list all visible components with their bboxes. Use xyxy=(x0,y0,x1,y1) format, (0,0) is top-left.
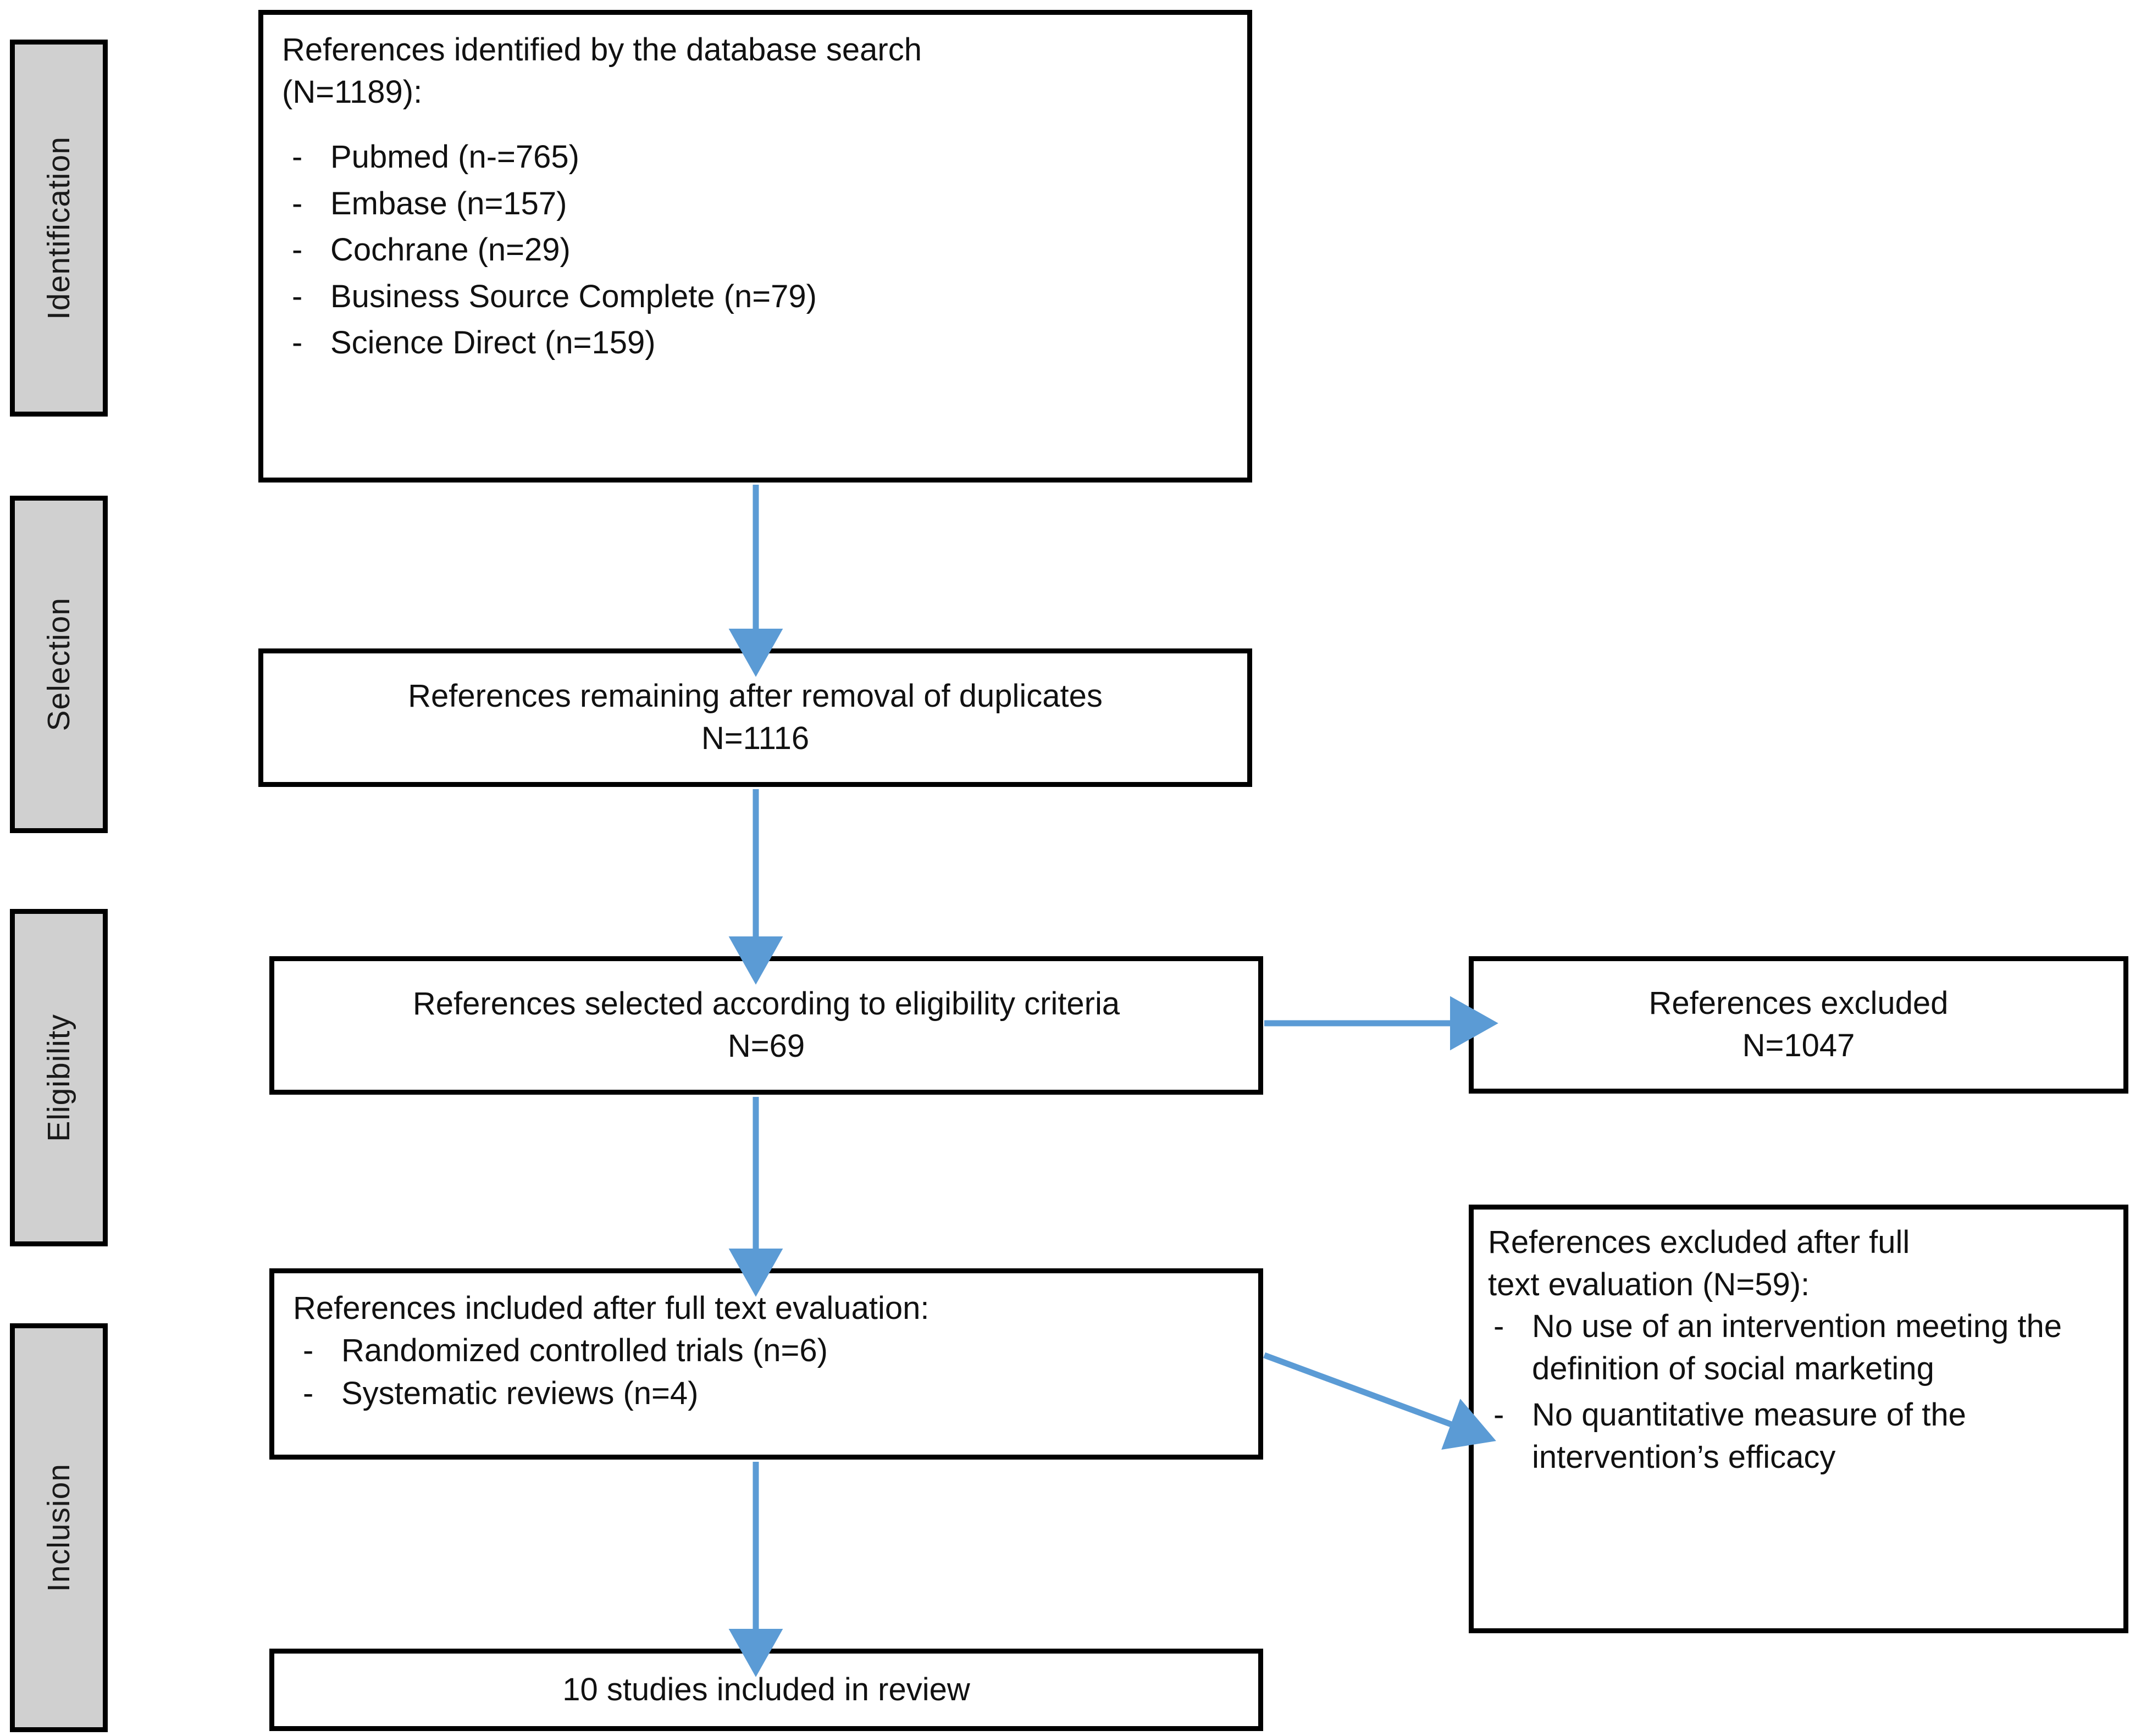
bullet-dash: - xyxy=(1493,1397,1504,1433)
stage-label-identification: Identification xyxy=(10,40,108,417)
box-excluded-fulltext: References excluded after full text eval… xyxy=(1469,1205,2128,1633)
list-item-label: Cochrane (n=29) xyxy=(330,232,571,268)
spacer xyxy=(282,113,1229,136)
bullet-dash: - xyxy=(292,325,303,361)
box-references-identified-subtitle: (N=1189): xyxy=(282,74,423,110)
list-item-label: Science Direct (n=159) xyxy=(330,325,656,361)
bullet-dash: - xyxy=(292,139,303,175)
box-duplicates-removed-title: References remaining after removal of du… xyxy=(408,678,1103,714)
list-item-label: No quantitative measure of the intervent… xyxy=(1532,1397,1966,1475)
box-eligibility-selected: References selected according to eligibi… xyxy=(269,956,1263,1095)
box-references-excluded-title: References excluded xyxy=(1648,985,1949,1022)
box-excluded-fulltext-title-line1: References excluded after full xyxy=(1488,1224,1910,1260)
list-item: - Pubmed (n-=765) xyxy=(282,136,1229,179)
box-included-fulltext-list: - Randomized controlled trials (n=6) - S… xyxy=(293,1330,1240,1415)
box-duplicates-removed: References remaining after removal of du… xyxy=(258,648,1252,787)
list-item-label: Embase (n=157) xyxy=(330,185,567,221)
list-item: - Business Source Complete (n=79) xyxy=(282,276,1229,318)
box-references-identified-title: References identified by the database se… xyxy=(282,32,922,68)
box-references-excluded-subtitle: N=1047 xyxy=(1742,1028,1855,1063)
box-references-excluded: References excluded N=1047 xyxy=(1469,956,2128,1094)
list-item: - No quantitative measure of the interve… xyxy=(1488,1394,2109,1478)
box-final-included-title: 10 studies included in review xyxy=(562,1671,970,1707)
stage-label-identification-text: Identification xyxy=(41,136,76,320)
bullet-dash: - xyxy=(303,1332,314,1368)
bullet-dash: - xyxy=(292,232,303,268)
list-item-label: Pubmed (n-=765) xyxy=(330,139,579,175)
box-final-included: 10 studies included in review xyxy=(269,1649,1263,1731)
box-excluded-fulltext-list: - No use of an intervention meeting the … xyxy=(1488,1306,2109,1478)
stage-label-eligibility: Eligibility xyxy=(10,909,108,1246)
bullet-dash: - xyxy=(292,185,303,221)
box-eligibility-selected-title: References selected according to eligibi… xyxy=(412,986,1120,1022)
bullet-dash: - xyxy=(1493,1308,1504,1345)
list-item-label: No use of an intervention meeting the de… xyxy=(1532,1308,2062,1386)
list-item-label: Systematic reviews (n=4) xyxy=(341,1376,699,1412)
bullet-dash: - xyxy=(292,278,303,314)
list-item-label: Randomized controlled trials (n=6) xyxy=(341,1332,828,1368)
list-item: - Randomized controlled trials (n=6) xyxy=(293,1330,1240,1372)
stage-label-selection: Selection xyxy=(10,496,108,833)
bullet-dash: - xyxy=(303,1376,314,1412)
box-references-identified: References identified by the database se… xyxy=(258,10,1252,482)
stage-label-eligibility-text: Eligibility xyxy=(41,1013,76,1142)
list-item-label: Business Source Complete (n=79) xyxy=(330,278,817,314)
stage-label-selection-text: Selection xyxy=(41,597,76,731)
arrow-included-to-excluded-fulltext xyxy=(1263,1352,1496,1450)
box-eligibility-selected-subtitle: N=69 xyxy=(727,1028,805,1064)
list-item: - Science Direct (n=159) xyxy=(282,322,1229,364)
list-item: - Cochrane (n=29) xyxy=(282,229,1229,271)
list-item: - Embase (n=157) xyxy=(282,183,1229,225)
box-included-fulltext: References included after full text eval… xyxy=(269,1268,1263,1460)
box-duplicates-removed-subtitle: N=1116 xyxy=(701,720,810,756)
list-item: - No use of an intervention meeting the … xyxy=(1488,1306,2109,1390)
box-included-fulltext-title: References included after full text eval… xyxy=(293,1290,930,1326)
box-references-identified-list: - Pubmed (n-=765) - Embase (n=157) - Coc… xyxy=(282,136,1229,364)
stage-label-inclusion-text: Inclusion xyxy=(41,1463,76,1592)
list-item: - Systematic reviews (n=4) xyxy=(293,1373,1240,1415)
stage-label-inclusion: Inclusion xyxy=(10,1323,108,1732)
box-excluded-fulltext-title-line2: text evaluation (N=59): xyxy=(1488,1266,1810,1302)
